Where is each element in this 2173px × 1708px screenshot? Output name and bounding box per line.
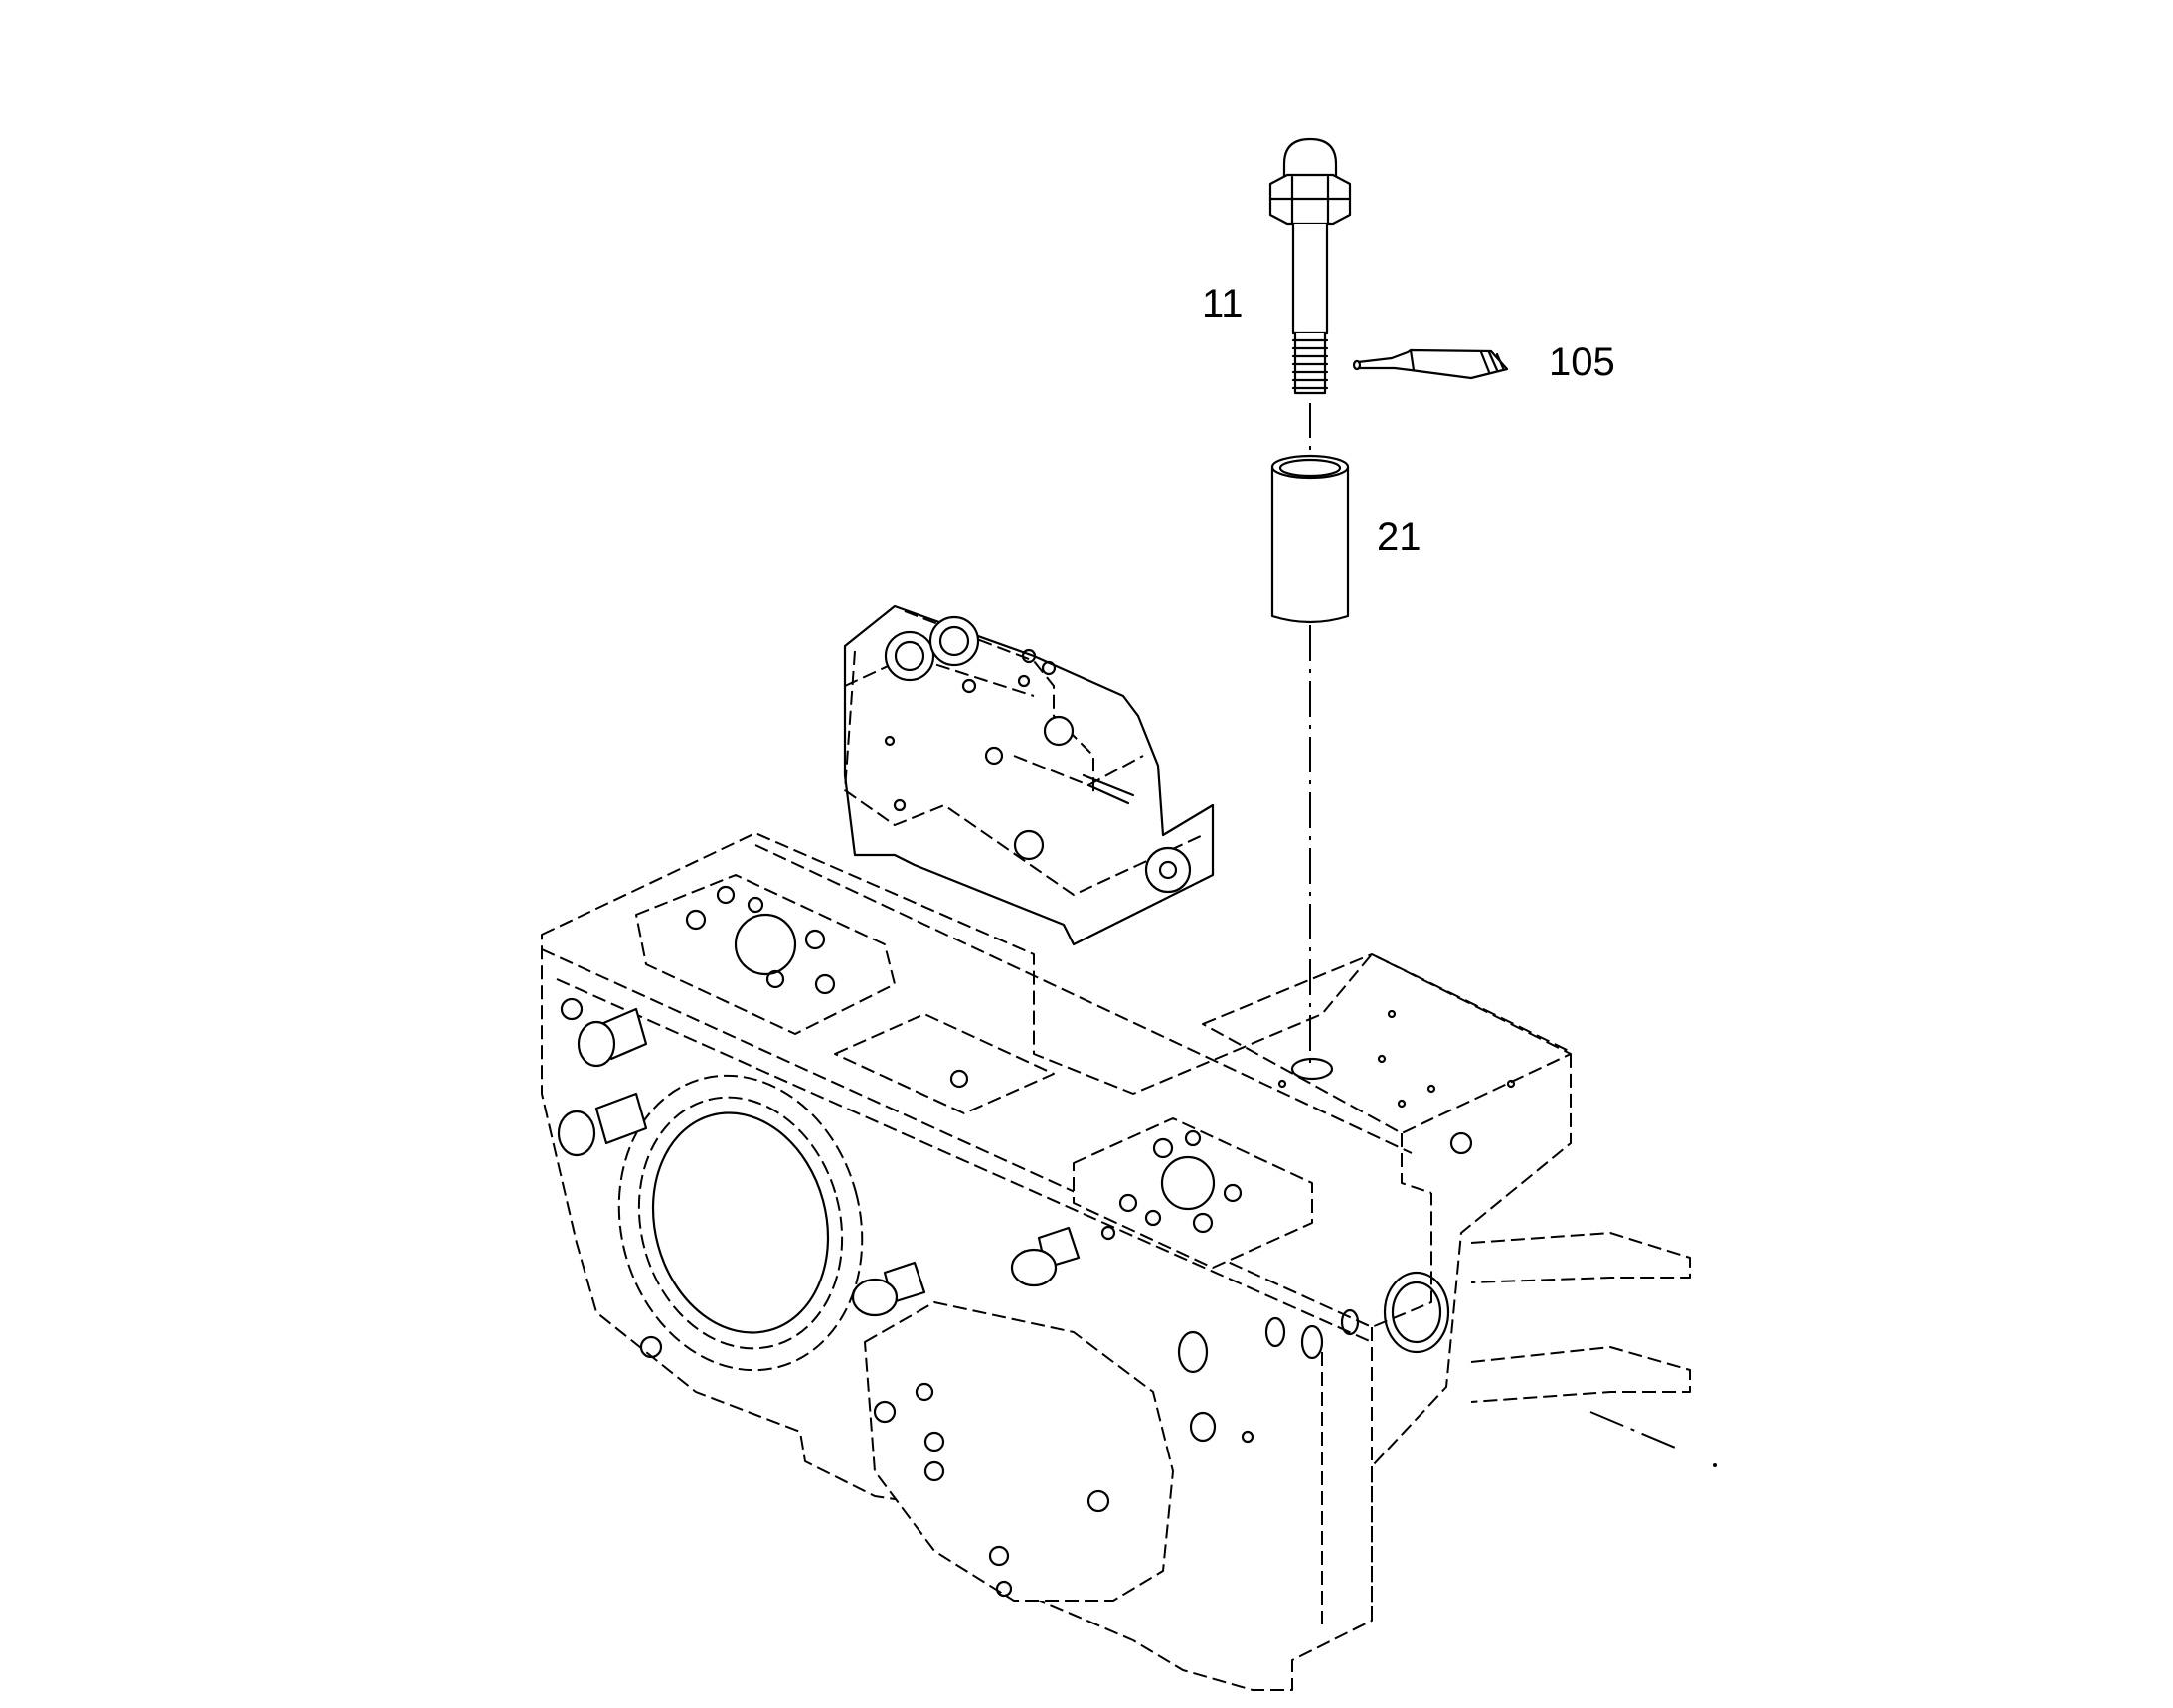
bolt-part-11 (1268, 137, 1352, 395)
callout-11: 11 (1202, 282, 1244, 326)
pump-housing (541, 832, 1717, 1691)
callout-21: 21 (1377, 515, 1421, 559)
sleeve-part-21 (1270, 454, 1350, 624)
callout-105: 105 (1549, 340, 1615, 384)
compound-tube-part-105 (1352, 348, 1509, 380)
valve-block (843, 604, 1215, 946)
